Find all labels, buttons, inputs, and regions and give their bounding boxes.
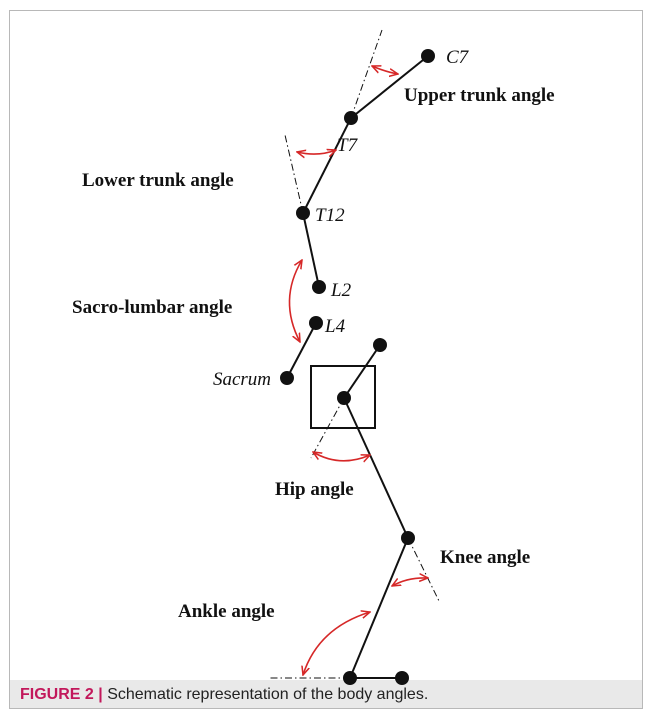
body-segments xyxy=(286,55,429,679)
sacrum-joint xyxy=(280,371,294,385)
segment-t7-t12 xyxy=(302,117,352,214)
caption-text: Schematic representation of the body ang… xyxy=(107,686,429,703)
reference-lines xyxy=(268,29,441,679)
hip-angle-label: Hip angle xyxy=(275,479,354,500)
hip-box xyxy=(310,365,376,429)
sacro-lumbar-angle-label: Sacro-lumbar angle xyxy=(72,297,232,318)
segment-l4-sacrum xyxy=(286,322,317,379)
angle-arrows xyxy=(288,66,428,675)
l4-joint xyxy=(309,316,323,330)
lower-trunk-angle-arrow xyxy=(297,150,336,154)
ankle-joint xyxy=(343,671,357,685)
caption-figure-number: FIGURE 2 xyxy=(20,686,94,703)
l2-label: L2 xyxy=(330,280,352,301)
lower-trunk-reference-line xyxy=(284,134,304,214)
segment-c7-t7 xyxy=(350,55,429,119)
t12-joint xyxy=(296,206,310,220)
hip-angle-arrow xyxy=(313,452,370,461)
segment-t12-l2 xyxy=(302,212,320,288)
upper-trunk-reference-line xyxy=(350,29,383,119)
sacro-lumbar-angle-arrow xyxy=(288,260,302,342)
pelvis-joint xyxy=(373,338,387,352)
knee-joint xyxy=(401,531,415,545)
knee-angle-label: Knee angle xyxy=(440,547,530,568)
l2-joint xyxy=(312,280,326,294)
t12-label: T12 xyxy=(315,205,345,226)
figure-caption: FIGURE 2 | Schematic representation of t… xyxy=(20,686,428,704)
segment-pelvis-hip xyxy=(343,344,381,399)
knee-reference-line xyxy=(407,537,441,604)
ankle-angle-arrow xyxy=(303,612,370,675)
lower-trunk-angle-label: Lower trunk angle xyxy=(82,170,234,191)
c7-label: C7 xyxy=(446,47,470,68)
upper-trunk-angle-arrow xyxy=(372,66,398,74)
ankle-angle-label: Ankle angle xyxy=(178,601,275,622)
c7-joint xyxy=(421,49,435,63)
toe-joint xyxy=(395,671,409,685)
l4-label: L4 xyxy=(324,316,346,337)
knee-angle-arrow xyxy=(392,578,428,586)
figure-frame xyxy=(9,10,643,709)
upper-trunk-angle-label: Upper trunk angle xyxy=(404,85,555,106)
sacrum-label: Sacrum xyxy=(213,369,271,390)
caption-bar xyxy=(9,680,643,709)
t7-joint xyxy=(344,111,358,125)
segment-shank xyxy=(349,537,409,679)
caption-separator: | xyxy=(98,686,103,703)
segment-thigh xyxy=(343,397,409,539)
t7-label: T7 xyxy=(337,135,359,156)
hip-joint xyxy=(337,391,351,405)
joints xyxy=(280,49,435,685)
